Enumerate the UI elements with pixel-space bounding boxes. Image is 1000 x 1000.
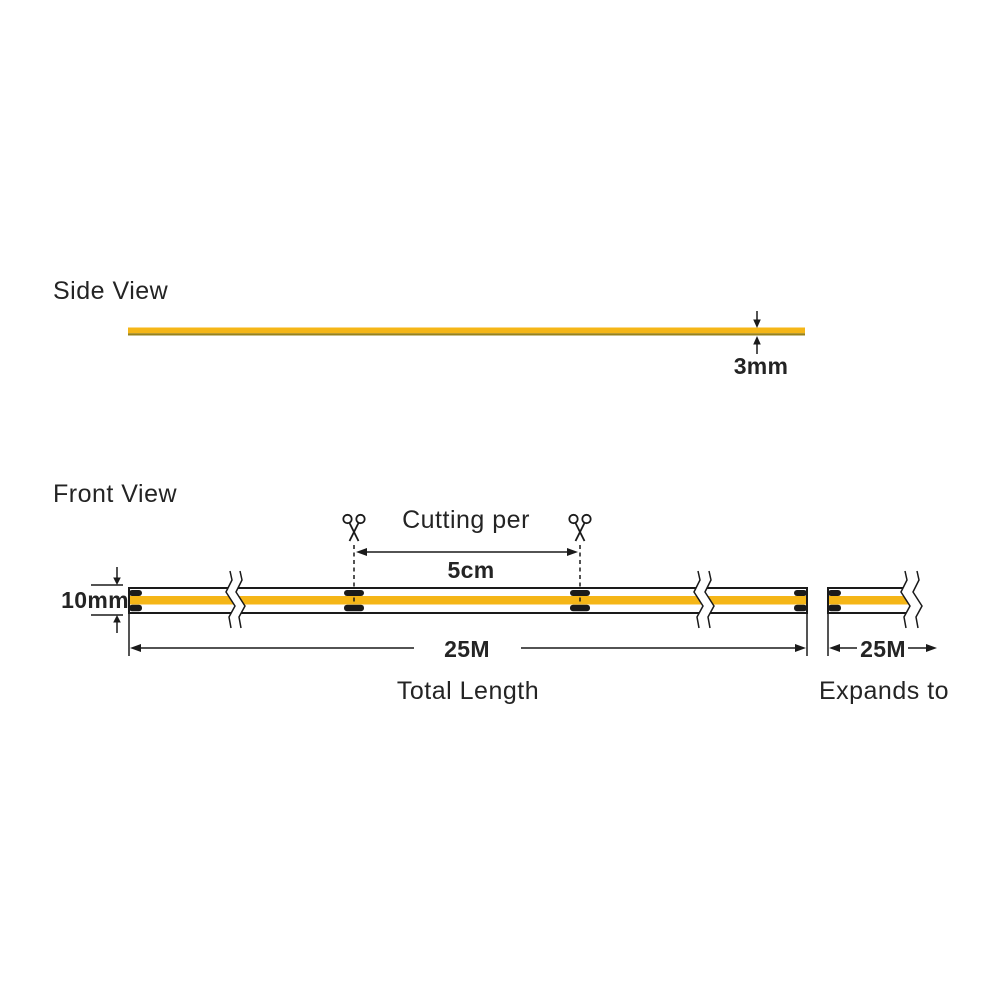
front-strip-main [128, 570, 808, 629]
cut-length-arrow [356, 548, 578, 556]
front-strip-expanded [827, 570, 930, 629]
break-mark-icon [900, 570, 930, 629]
total-length-caption: Total Length [396, 677, 540, 705]
break-mark-icon [693, 570, 715, 629]
expands-caption: Expands to [818, 677, 950, 705]
thickness-label: 3mm [733, 353, 789, 379]
total-length-value: 25M [444, 636, 490, 662]
side-view-strip [128, 327, 805, 336]
expands-value: 25M [860, 636, 906, 662]
width-label: 10mm [61, 587, 129, 613]
break-mark-icon [225, 570, 246, 629]
front-view-title: Front View [53, 480, 178, 508]
scissors-icon [342, 513, 366, 542]
cutting-per-label: Cutting per [402, 506, 530, 534]
width-dimension-arrows [91, 567, 123, 633]
cut-dashed-lines [353, 545, 581, 612]
cut-length-label: 5cm [447, 557, 495, 583]
total-length-dimension [128, 614, 808, 656]
solder-pads [828, 590, 841, 612]
scissors-icon [568, 513, 592, 542]
thickness-dimension-arrows [753, 311, 761, 354]
expands-dimension [827, 614, 937, 656]
side-view-title: Side View [53, 277, 169, 305]
